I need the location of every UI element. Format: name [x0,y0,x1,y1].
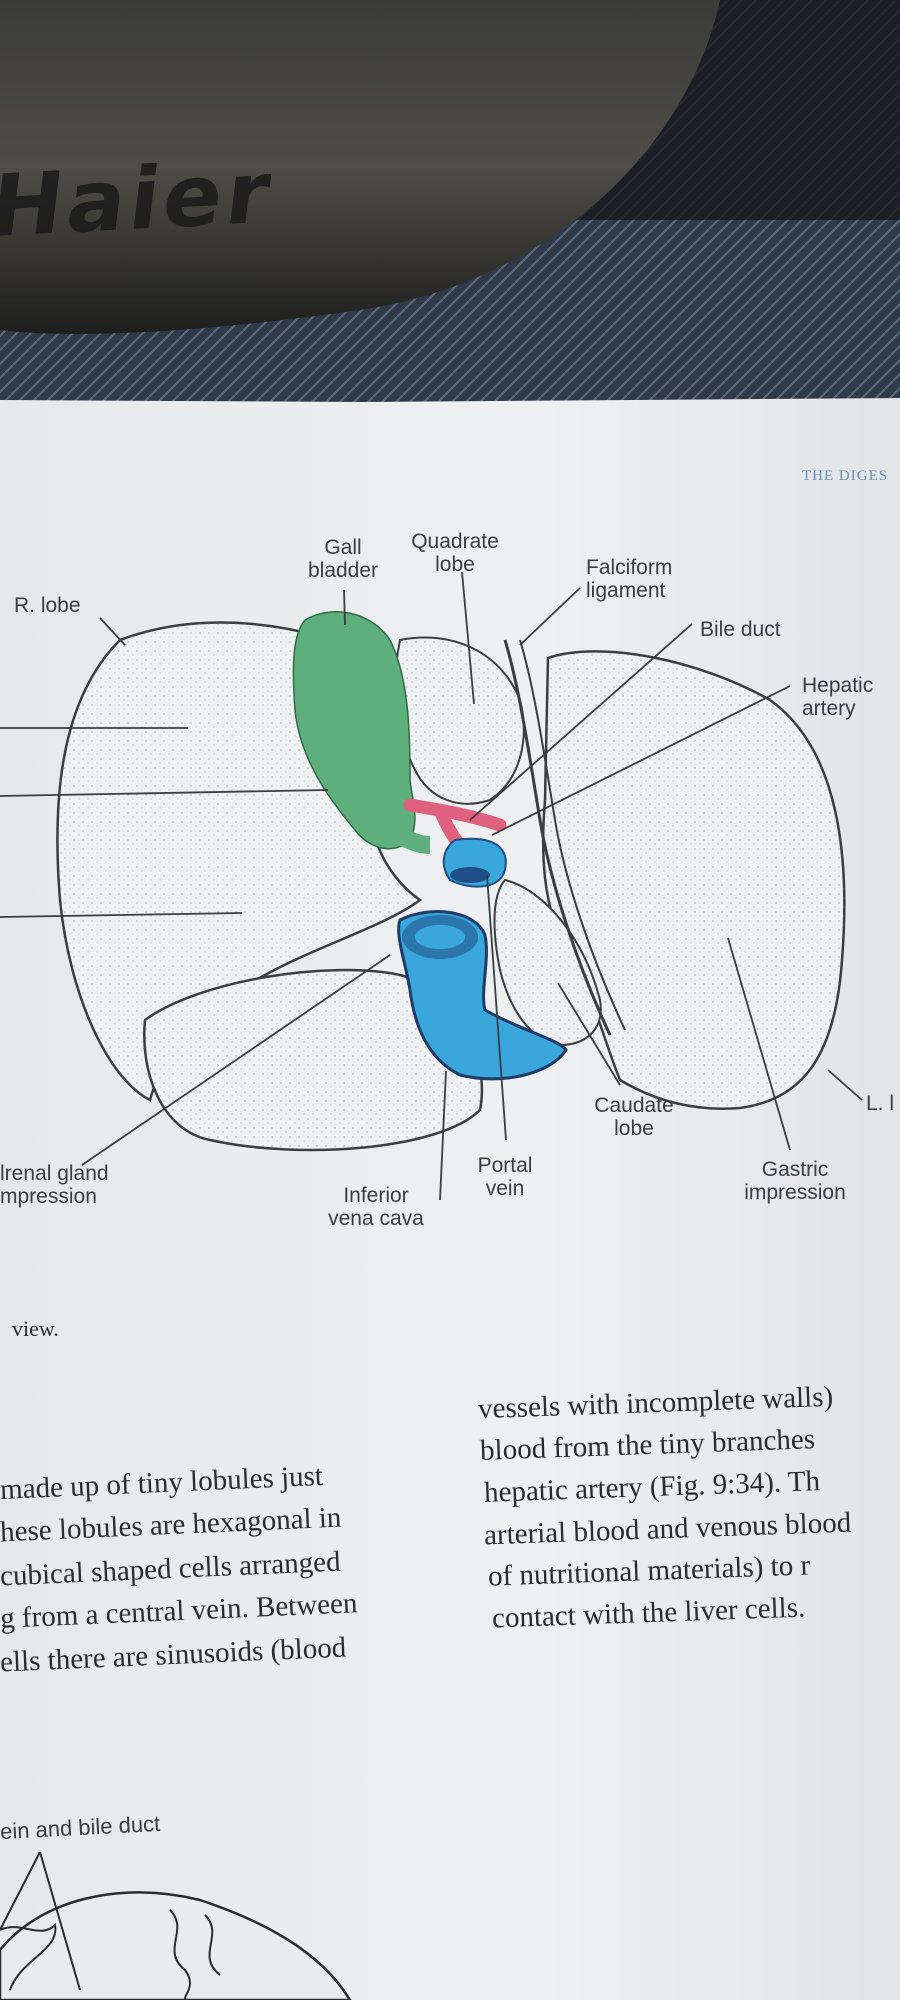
label-r-lobe: R. lobe [14,594,81,617]
label-gastric-impression: Gastric impression [744,1158,846,1204]
label-l-lobe: L. l [866,1092,895,1115]
appliance-brand-logo: Haier [0,142,280,258]
label-suprarenal-impression: lrenal gland mpression [0,1162,109,1208]
next-figure-fragment [0,1851,352,2000]
label-portal-vein: Portal vein [477,1154,533,1200]
label-gall-bladder: Gall bladder [307,536,379,582]
label-quadrate-lobe: Quadrate lobe [411,530,499,576]
label-inferior-vena-cava: Inferior vena cava [328,1184,424,1230]
label-hepatic-artery: Hepatic artery [802,674,874,720]
figure-caption: view. [12,1316,59,1341]
label-bile-duct: Bile duct [700,618,781,641]
running-head: THE DIGES [802,468,889,484]
label-caudate-lobe: Caudate lobe [594,1094,674,1140]
appliance-body [0,0,720,334]
label-falciform-ligament: Falciform ligament [586,556,673,602]
falciform-ligament [503,639,612,1036]
